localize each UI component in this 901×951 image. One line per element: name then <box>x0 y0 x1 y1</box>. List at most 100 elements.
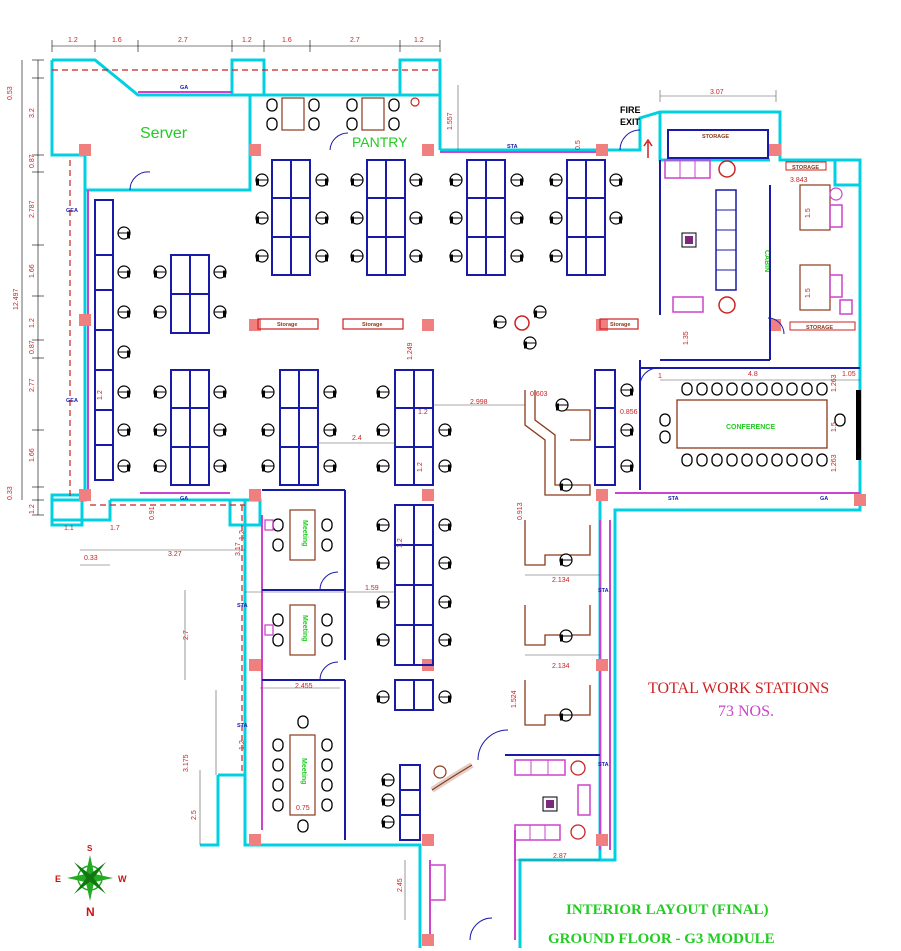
workstation-left-wall <box>94 199 114 481</box>
workstation-right-column <box>594 369 616 486</box>
server-label: Server <box>140 125 188 142</box>
dim-0603: 0.603 <box>530 391 548 398</box>
dim-top-7: 1.2 <box>414 37 424 44</box>
cabin <box>664 159 853 315</box>
left-dim-labels: 0.53 3.2 0.87 2.787 1.66 1.2 0.87 2.77 1… <box>7 86 36 514</box>
sta-bottom-label: STA <box>668 496 679 502</box>
dim-2134b: 2.134 <box>552 663 570 670</box>
dim-1557: 1.557 <box>447 112 454 130</box>
storage-label-1: Storage <box>277 322 297 328</box>
pantry <box>266 97 420 131</box>
dim-1524: 1.524 <box>511 690 518 708</box>
dim-317: 3.17 <box>235 542 242 556</box>
left-dimensions <box>21 59 44 516</box>
fire-exit-label-2: EXIT <box>620 117 641 127</box>
workstation-cluster-left <box>170 254 434 486</box>
angled-workstations <box>524 390 591 726</box>
dim-left-032: 0.53 <box>7 86 14 100</box>
dim-2134a: 2.134 <box>552 577 570 584</box>
dim-0913: 0.913 <box>517 502 524 520</box>
meeting-3 <box>272 715 333 833</box>
compass-s: S <box>87 844 93 853</box>
dim-135: 1.35 <box>683 331 690 345</box>
meeting-2-door[interactable] <box>319 661 339 681</box>
meeting-3-label: Meeting <box>300 758 307 784</box>
pantry-label: PANTRY <box>352 134 408 150</box>
dim-1263a: 1.263 <box>831 374 838 392</box>
dim-2455: 2.455 <box>295 683 313 690</box>
fire-exit-door[interactable] <box>619 129 641 151</box>
dim-05: 0.5 <box>575 140 582 150</box>
storage-corner-label: STORAGE <box>792 165 819 171</box>
dim-12-center-b: 1.2 <box>417 462 424 472</box>
conference-label: CONFERENCE <box>726 424 775 431</box>
dim-1: 1 <box>658 373 662 380</box>
chairs-left-wall <box>117 226 131 473</box>
dim-top-1: 1.2 <box>68 37 78 44</box>
dim-left-033: 0.33 <box>7 486 14 500</box>
server-door[interactable] <box>129 171 151 191</box>
dim-25: 2.5 <box>191 810 198 820</box>
dim-top-3: 2.7 <box>178 37 188 44</box>
dim-left-32: 3.2 <box>29 108 36 118</box>
cabin-storage-labels: STORAGE STORAGE STORAGE <box>667 129 856 331</box>
layout-title: INTERIOR LAYOUT (FINAL) <box>566 902 769 918</box>
dim-0856: 0.856 <box>620 409 638 416</box>
compass-e: E <box>55 874 61 884</box>
reception <box>429 729 509 941</box>
dim-top-6: 2.7 <box>350 37 360 44</box>
sta-left-2-label: STA <box>237 723 248 729</box>
chairs-angled <box>555 398 573 722</box>
compass-icon <box>67 855 113 901</box>
dim-left-total: 12.497 <box>13 288 20 310</box>
dim-left-12: 1.2 <box>29 318 36 328</box>
workstation-clusters-top <box>271 159 606 276</box>
dim-075: 0.75 <box>296 805 310 812</box>
pantry-door[interactable] <box>329 132 349 151</box>
layout-subtitle: GROUND FLOOR - G3 MODULE <box>548 931 775 947</box>
ga-top-label: GA <box>180 85 188 91</box>
misc-dimension-lines <box>80 85 860 920</box>
sta-right-1-label: STA <box>598 588 609 594</box>
storage-label-2: Storage <box>362 322 382 328</box>
gea-left-1-label: GEA <box>66 208 78 214</box>
dim-12-meeting-b: 1.2 <box>239 740 246 750</box>
dim-12-left: 1.2 <box>97 390 104 400</box>
dim-left-166a: 1.66 <box>29 264 36 278</box>
dim-left-087b: 0.87 <box>29 340 36 354</box>
meeting-2 <box>264 604 333 656</box>
storage-units <box>257 318 639 330</box>
dim-3843: 3.843 <box>790 177 808 184</box>
conference-door[interactable] <box>639 367 659 386</box>
dim-1249: 1.249 <box>407 342 414 360</box>
dim-top-2: 1.6 <box>112 37 122 44</box>
dim-15a: 1.5 <box>805 208 812 218</box>
dim-top-4: 1.2 <box>242 37 252 44</box>
top-dimensions <box>51 40 441 52</box>
round-table-center <box>493 305 547 350</box>
gea-left-2-label: GEA <box>66 398 78 404</box>
cabin-label: CABIN <box>763 250 770 272</box>
dim-top-5: 1.6 <box>282 37 292 44</box>
storage-cabin-label: STORAGE <box>806 325 833 331</box>
meeting-1-door[interactable] <box>319 571 339 591</box>
dim-159: 1.59 <box>365 585 379 592</box>
compass-n: N <box>86 905 95 919</box>
compass-w: W <box>118 874 127 884</box>
dim-327: 3.27 <box>168 551 182 558</box>
meeting-1-label: Meeting <box>301 520 308 546</box>
glass-partitions <box>87 91 860 940</box>
dim-left-087a: 0.87 <box>29 154 36 168</box>
dim-left-12b: 1.2 <box>29 504 36 514</box>
dim-48: 4.8 <box>748 371 758 378</box>
dim-287: 2.87 <box>553 853 567 860</box>
dim-307: 3.07 <box>710 89 724 96</box>
chairs-right-column <box>620 383 634 473</box>
dim-left-166b: 1.66 <box>29 448 36 462</box>
dim-105: 1.05 <box>842 371 856 378</box>
dim-2998: 2.998 <box>470 399 488 406</box>
dim-24: 2.4 <box>352 435 362 442</box>
storage-top-label: STORAGE <box>702 134 729 140</box>
dim-033: 0.33 <box>84 555 98 562</box>
